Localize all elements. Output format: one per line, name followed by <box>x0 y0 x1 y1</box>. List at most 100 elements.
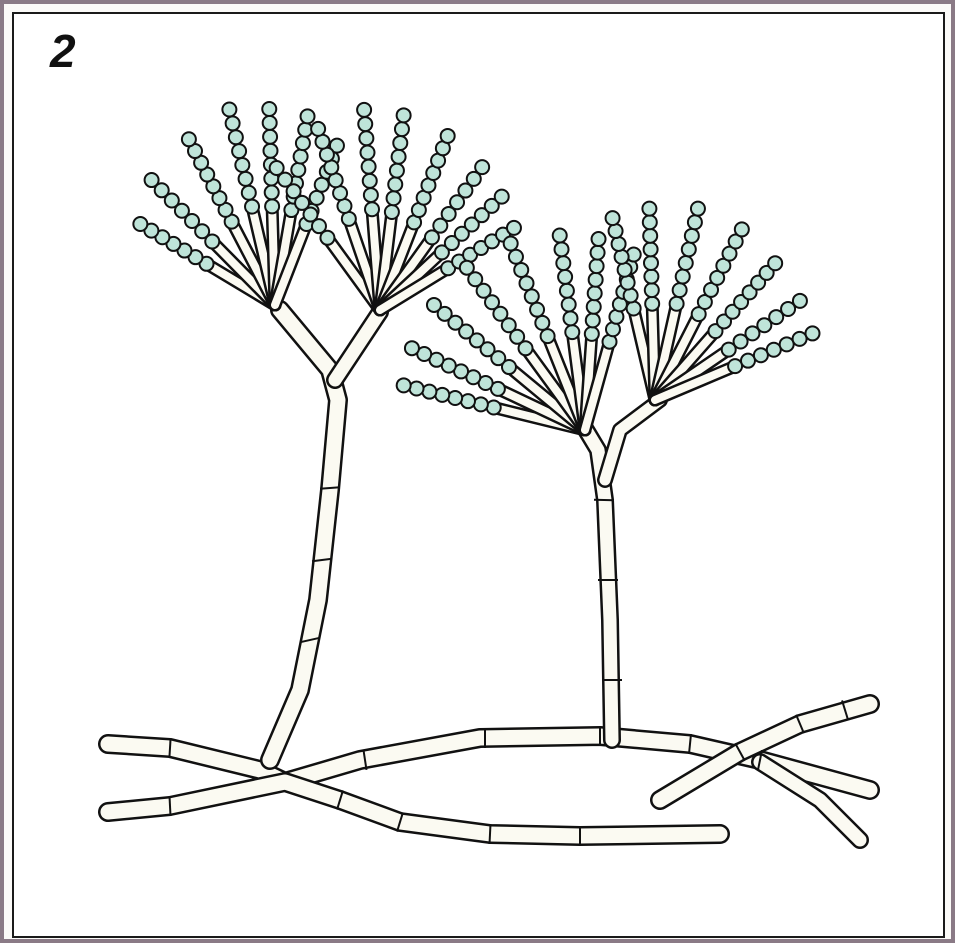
conidium <box>563 311 577 325</box>
conidium <box>364 188 378 202</box>
conidium <box>688 215 702 229</box>
conidium <box>645 297 659 311</box>
conidium <box>618 263 632 277</box>
conidium <box>627 301 641 315</box>
conidium <box>487 401 501 415</box>
conidium <box>504 237 518 251</box>
conidium <box>229 130 243 144</box>
conidium <box>395 122 409 136</box>
conidium <box>612 237 626 251</box>
conidium <box>553 229 567 243</box>
conidium <box>435 388 449 402</box>
conidium <box>296 136 310 150</box>
conidium <box>310 191 324 205</box>
conidium <box>393 136 407 150</box>
conidium <box>589 273 603 287</box>
conidium <box>242 186 256 200</box>
conidium <box>768 256 782 270</box>
conidium <box>541 329 555 343</box>
conidium <box>679 256 693 270</box>
conidium <box>644 270 658 284</box>
conidium <box>358 117 372 131</box>
conidium <box>741 354 755 368</box>
brush-left-a <box>209 211 305 305</box>
conidium <box>585 327 599 341</box>
conidium <box>556 256 570 270</box>
conidium <box>507 221 521 235</box>
conidium <box>644 242 658 256</box>
conidium <box>644 256 658 270</box>
conidium <box>363 174 377 188</box>
conidium <box>475 160 489 174</box>
conidium <box>385 205 399 219</box>
conidium <box>392 150 406 164</box>
conidium <box>145 173 159 187</box>
brush-right-a <box>498 336 609 430</box>
conidium <box>262 102 276 116</box>
conidium <box>685 229 699 243</box>
conidium <box>555 242 569 256</box>
conidium <box>226 116 240 130</box>
conidium <box>265 199 279 213</box>
conidium <box>357 103 371 117</box>
conidium <box>643 229 657 243</box>
conidium <box>301 109 315 123</box>
conidium <box>565 325 579 339</box>
conidium <box>405 341 419 355</box>
conidium <box>265 185 279 199</box>
right-stalk-fork <box>605 400 660 480</box>
conidium <box>222 102 236 116</box>
conidium <box>232 144 246 158</box>
conidium <box>291 163 305 177</box>
conidium <box>263 144 277 158</box>
conidium <box>520 276 534 290</box>
conidium <box>509 250 523 264</box>
conidium <box>754 348 768 362</box>
conidium <box>263 130 277 144</box>
conidium <box>691 202 705 216</box>
conidium <box>606 211 620 225</box>
conidium <box>133 217 147 231</box>
conidium <box>592 232 606 246</box>
conidium <box>793 332 807 346</box>
conidium <box>780 337 794 351</box>
conidium <box>474 397 488 411</box>
conidium <box>410 381 424 395</box>
conidium <box>735 222 749 236</box>
conidium <box>514 263 528 277</box>
conidium <box>558 270 572 284</box>
conidium <box>422 385 436 399</box>
conidium <box>535 316 549 330</box>
conidium <box>390 164 404 178</box>
conidium <box>673 283 687 297</box>
conidium <box>365 202 379 216</box>
conidium <box>427 298 441 312</box>
conidium <box>805 326 819 340</box>
conidium <box>676 270 690 284</box>
conidium <box>397 378 411 392</box>
conidium <box>461 394 475 408</box>
panel-label: 2 <box>50 28 76 74</box>
conidium <box>448 391 462 405</box>
conidium <box>362 160 376 174</box>
conidium <box>591 246 605 260</box>
conidium <box>682 242 696 256</box>
brush-left-b <box>330 214 446 310</box>
conidium <box>235 158 249 172</box>
conidium <box>311 122 325 136</box>
conidium <box>315 178 329 192</box>
conidium <box>530 303 544 317</box>
conidium <box>621 276 635 290</box>
conidium <box>609 224 623 238</box>
conidium <box>793 294 807 308</box>
conidium <box>670 297 684 311</box>
conidium <box>495 190 509 204</box>
conidium <box>270 161 284 175</box>
conidium <box>360 145 374 159</box>
conidium <box>642 202 656 216</box>
conidium <box>239 172 253 186</box>
conidium <box>767 343 781 357</box>
conidium <box>728 359 742 373</box>
conidium <box>263 116 277 130</box>
conidium <box>645 283 659 297</box>
